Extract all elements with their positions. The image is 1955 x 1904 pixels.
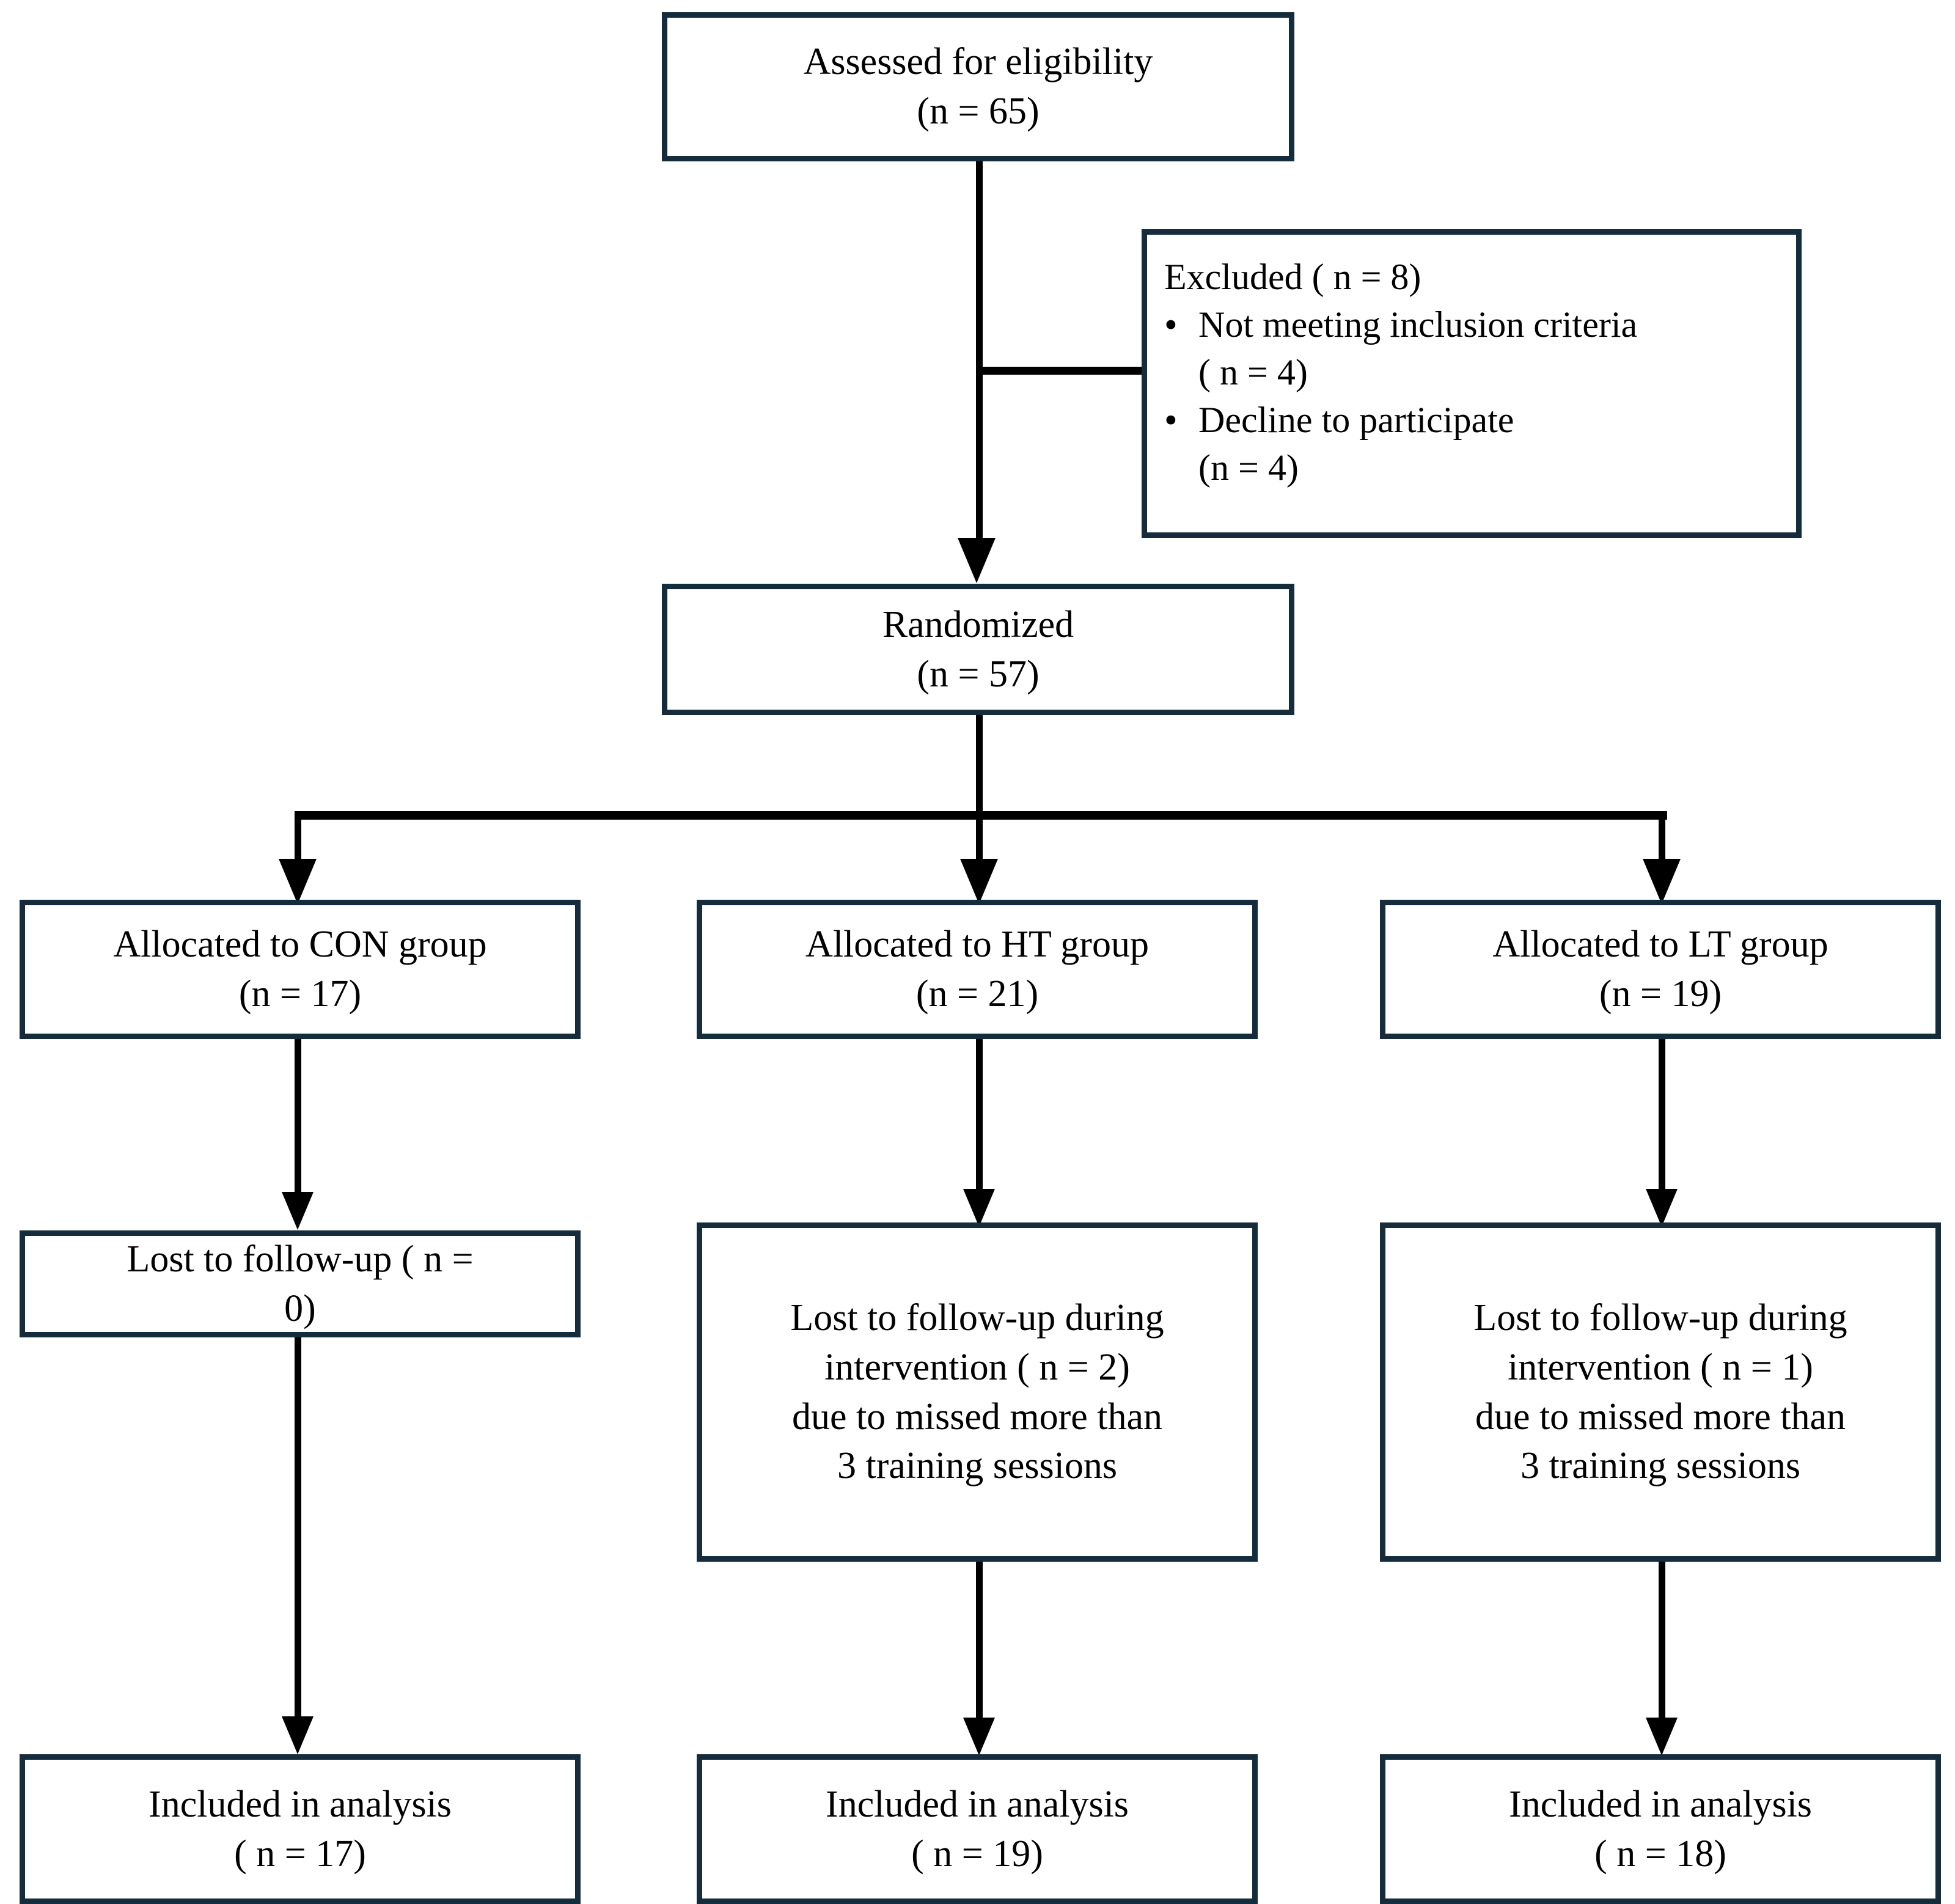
lost-lt-line4: 3 training sessions (1520, 1445, 1801, 1487)
bullet-icon: • (1164, 304, 1178, 346)
connector-lost-con-to-included (295, 1337, 301, 1719)
arrowhead-to-lost-con (282, 1192, 314, 1230)
connector-branch-lt (1659, 811, 1665, 865)
node-included-lt: Included in analysis ( n = 18) (1380, 1754, 1941, 1904)
assessed-title: Assessed for eligibility (803, 41, 1153, 83)
lost-ht-line3: due to missed more than (791, 1395, 1163, 1438)
excluded-reason-1: • Decline to participate (n = 4) (1164, 396, 1779, 491)
connector-allocated-ht-to-lost (976, 1039, 983, 1192)
allocated-lt-count: (n = 19) (1599, 973, 1722, 1015)
included-con-count: ( n = 17) (234, 1832, 366, 1875)
node-assessed-for-eligibility: Assessed for eligibility (n = 65) (662, 12, 1294, 161)
node-lost-lt: Lost to follow-up during intervention ( … (1380, 1222, 1941, 1562)
arrowhead-to-lost-lt (1646, 1189, 1678, 1227)
connector-assessed-to-excluded (976, 367, 1146, 375)
lost-ht-line2: intervention ( n = 2) (824, 1346, 1130, 1388)
included-ht-count: ( n = 19) (911, 1832, 1043, 1875)
arrowhead-to-allocated-con (279, 859, 317, 904)
lost-con-line1: Lost to follow-up ( n = (127, 1238, 474, 1280)
excluded-reason-0-text: Not meeting inclusion criteria (1198, 304, 1638, 345)
excluded-reason-0-count: ( n = 4) (1198, 352, 1308, 392)
arrowhead-to-allocated-lt (1643, 859, 1681, 904)
lost-ht-line4: 3 training sessions (837, 1445, 1118, 1487)
included-ht-title: Included in analysis (826, 1783, 1129, 1825)
connector-branch-ht (976, 811, 983, 865)
node-allocated-con: Allocated to CON group (n = 17) (20, 900, 581, 1039)
excluded-heading: Excluded ( n = 8) (1164, 257, 1421, 297)
connector-allocated-con-to-lost (295, 1039, 301, 1195)
node-lost-ht: Lost to follow-up during intervention ( … (697, 1222, 1258, 1562)
node-excluded: Excluded ( n = 8) • Not meeting inclusio… (1142, 229, 1802, 538)
connector-lost-ht-to-included (976, 1562, 983, 1721)
arrowhead-to-included-con (282, 1716, 314, 1754)
bullet-icon: • (1164, 400, 1178, 441)
node-randomized: Randomized (n = 57) (662, 584, 1294, 715)
excluded-reason-0: • Not meeting inclusion criteria ( n = 4… (1164, 301, 1779, 396)
allocated-con-title: Allocated to CON group (113, 924, 487, 966)
lost-lt-line3: due to missed more than (1475, 1395, 1846, 1438)
node-included-ht: Included in analysis ( n = 19) (697, 1754, 1258, 1904)
node-included-con: Included in analysis ( n = 17) (20, 1754, 581, 1904)
lost-lt-line1: Lost to follow-up during (1473, 1297, 1847, 1339)
lost-lt-line2: intervention ( n = 1) (1508, 1346, 1813, 1388)
node-allocated-lt: Allocated to LT group (n = 19) (1380, 900, 1941, 1039)
connector-lost-lt-to-included (1659, 1562, 1665, 1721)
arrowhead-to-allocated-ht (960, 859, 998, 904)
included-con-title: Included in analysis (149, 1783, 452, 1825)
randomized-count: (n = 57) (917, 653, 1040, 695)
node-lost-con: Lost to follow-up ( n = 0) (20, 1230, 581, 1337)
allocated-ht-count: (n = 21) (915, 973, 1039, 1015)
lost-con-line2: 0) (284, 1287, 316, 1329)
randomized-title: Randomized (882, 603, 1074, 645)
excluded-reason-1-text: Decline to participate (1198, 400, 1514, 440)
excluded-reason-1-count: (n = 4) (1198, 447, 1299, 488)
connector-randomized-down (976, 715, 983, 819)
arrowhead-to-randomized (958, 538, 996, 583)
connector-allocated-lt-to-lost (1659, 1039, 1665, 1192)
node-allocated-ht: Allocated to HT group (n = 21) (697, 900, 1258, 1039)
connector-branch-con (295, 811, 301, 865)
included-lt-count: ( n = 18) (1594, 1832, 1726, 1875)
included-lt-title: Included in analysis (1509, 1783, 1812, 1825)
arrowhead-to-included-lt (1646, 1718, 1678, 1755)
allocated-lt-title: Allocated to LT group (1492, 924, 1828, 966)
connector-assessed-to-randomized (976, 161, 983, 539)
arrowhead-to-lost-ht (963, 1189, 995, 1227)
allocated-con-count: (n = 17) (238, 973, 362, 1015)
allocated-ht-title: Allocated to HT group (805, 924, 1149, 966)
assessed-count: (n = 65) (917, 90, 1040, 132)
arrowhead-to-included-ht (963, 1718, 995, 1755)
lost-ht-line1: Lost to follow-up during (790, 1297, 1164, 1339)
